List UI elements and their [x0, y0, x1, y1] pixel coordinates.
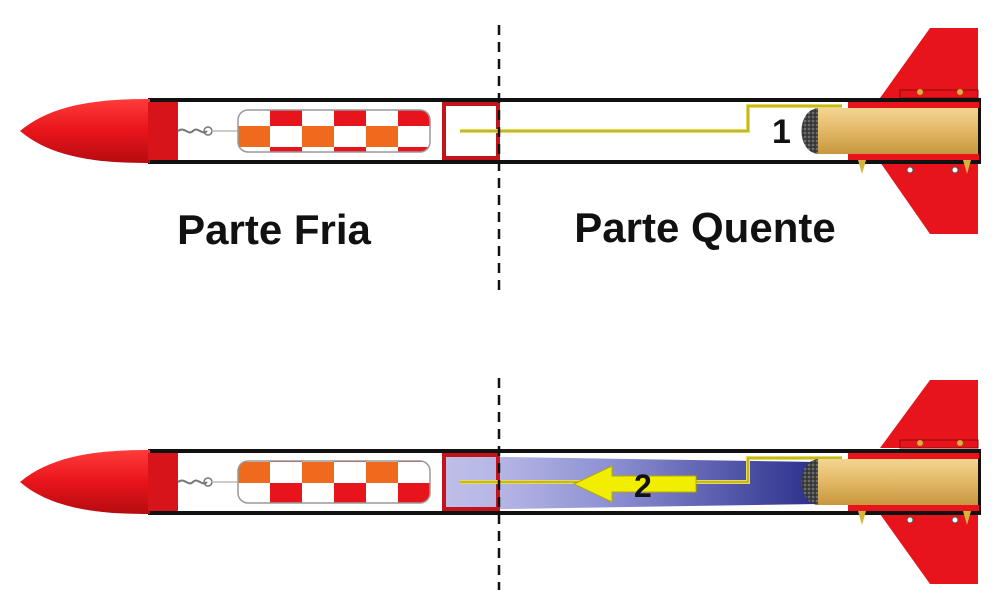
parachute-top [237, 109, 431, 153]
nose-cone-bottom [20, 450, 150, 514]
launch-lug-top [899, 89, 979, 99]
hot-section-label: Parte Quente [574, 204, 835, 251]
launch-lug-bottom [899, 439, 979, 449]
nose-shoulder-top [148, 102, 178, 160]
parachute-bottom [237, 460, 431, 504]
arrow-left-icon [572, 465, 697, 503]
shock-cord-top [177, 128, 208, 134]
nose-cone-top [20, 99, 150, 163]
ejection-charge-top [801, 108, 818, 154]
rocket-top: 1 [20, 28, 981, 234]
fin-lower-top [880, 162, 978, 234]
fin-upper-bottom [880, 380, 978, 448]
cold-section-label: Parte Fria [177, 206, 371, 253]
step-2-label: 2 [634, 468, 652, 504]
screw-icon [963, 511, 971, 525]
screw-icon [858, 511, 866, 525]
screw-icon [858, 160, 866, 174]
motor-casing-top [818, 108, 978, 154]
fin-lower-bottom [880, 514, 978, 584]
step-1-label: 1 [772, 113, 791, 151]
shock-cord-bottom [177, 479, 208, 485]
screw-icon [963, 160, 971, 174]
motor-casing-bottom [818, 459, 978, 505]
rocket-bottom: 2 [20, 380, 981, 584]
nose-shoulder-bottom [148, 453, 178, 511]
ejection-charge-bottom [801, 459, 818, 505]
fin-upper-top [880, 28, 978, 98]
